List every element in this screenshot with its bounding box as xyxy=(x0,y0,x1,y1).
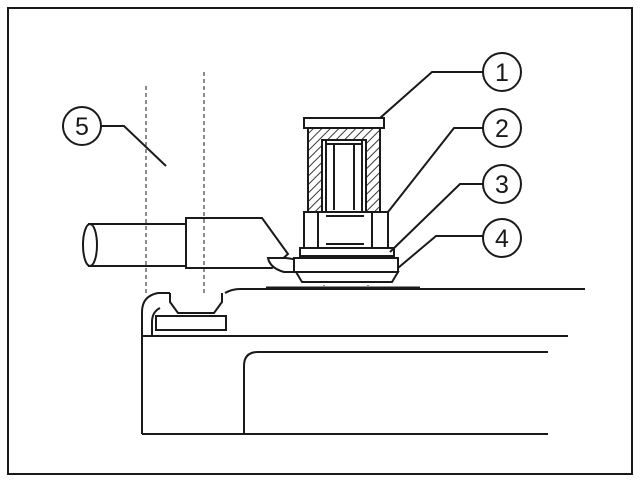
leader-lines xyxy=(100,71,486,269)
outer-border xyxy=(7,7,633,475)
callout-3-label: 3 xyxy=(495,171,509,199)
callout-4: 4 xyxy=(482,218,522,258)
protective-cap xyxy=(303,117,385,213)
hex-nut xyxy=(303,211,389,249)
callout-1-label: 1 xyxy=(495,59,509,87)
battery-body xyxy=(141,288,585,435)
callout-2-label: 2 xyxy=(495,115,509,143)
callout-3: 3 xyxy=(482,164,522,204)
callout-5-label: 5 xyxy=(75,113,89,141)
callout-2: 2 xyxy=(482,108,522,148)
callout-4-label: 4 xyxy=(495,225,509,253)
terminal-post-base xyxy=(155,293,227,331)
callout-5: 5 xyxy=(62,106,102,146)
battery-cable xyxy=(82,217,301,273)
washer-stack xyxy=(266,247,420,290)
callout-1: 1 xyxy=(482,52,522,92)
